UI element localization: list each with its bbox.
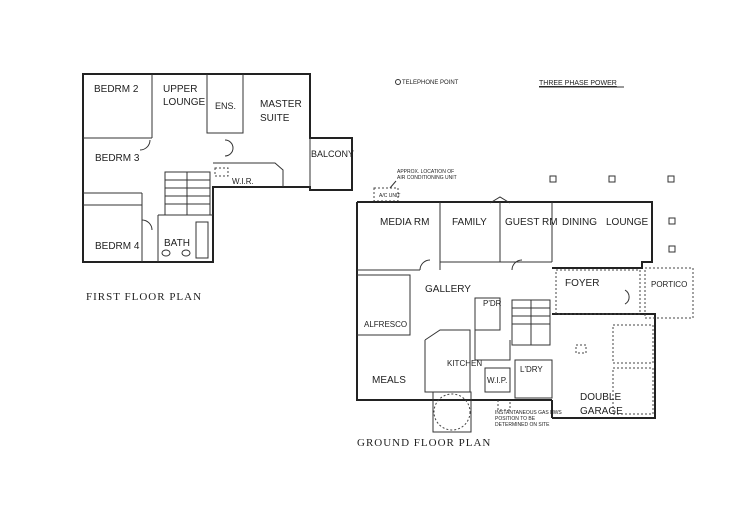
- room-label-garage-2: GARAGE: [580, 406, 623, 417]
- room-label-laundry: L'DRY: [520, 365, 543, 374]
- room-label-ensuite: ENS.: [215, 101, 236, 111]
- room-label-alfresco: ALFRESCO: [364, 320, 407, 329]
- power-point-marker: [608, 175, 616, 183]
- first-floor-title: FIRST FLOOR PLAN: [86, 291, 202, 303]
- room-label-media: MEDIA RM: [380, 217, 429, 228]
- ac-unit-label: A/C UNIT: [379, 193, 400, 199]
- gas-note-1: INSTANTANEOUS GAS HWS: [495, 410, 562, 416]
- foyer-dashed: [555, 269, 641, 315]
- room-label-pdr: P'DR: [483, 299, 502, 308]
- power-point-marker: [667, 175, 675, 183]
- room-label-garage-1: DOUBLE: [580, 392, 621, 403]
- room-label-bath: BATH: [164, 238, 190, 249]
- room-label-bedrm-3: BEDRM 3: [95, 153, 140, 164]
- room-label-master-2: SUITE: [260, 113, 290, 124]
- power-point-marker: [549, 175, 557, 183]
- room-label-dining: DINING: [562, 217, 597, 228]
- room-label-gallery: GALLERY: [425, 284, 471, 295]
- room-label-upper-lounge-2: LOUNGE: [163, 97, 206, 108]
- portico-dashed: [644, 267, 694, 319]
- ground-floor-outline: [356, 201, 656, 419]
- ground-floor-plan: [356, 196, 694, 433]
- room-label-foyer: FOYER: [565, 278, 599, 289]
- ac-location-note-1: APPROX. LOCATION OF: [397, 169, 454, 175]
- power-point-marker: [668, 245, 676, 253]
- ground-floor-title: GROUND FLOOR PLAN: [357, 437, 491, 449]
- room-label-meals: MEALS: [372, 375, 406, 386]
- room-label-wir: W.I.R.: [232, 177, 254, 186]
- room-label-guest: GUEST RM: [505, 217, 558, 228]
- ac-location-note-2: AIR CONDITIONING UNIT: [397, 175, 457, 181]
- room-label-upper-lounge-1: UPPER: [163, 84, 197, 95]
- room-label-wip: W.I.P.: [487, 376, 507, 385]
- room-label-bedrm-2: BEDRM 2: [94, 84, 139, 95]
- three-phase-power-note: THREE PHASE POWER: [539, 80, 617, 87]
- room-label-family: FAMILY: [452, 217, 487, 228]
- room-label-portico: PORTICO: [651, 280, 687, 289]
- gas-note-2: POSITION TO BE: [495, 416, 536, 422]
- gas-note-3: DETERMINED ON SITE: [495, 422, 550, 428]
- telephone-point-note: TELEPHONE POINT: [402, 80, 459, 86]
- water-tank: [433, 393, 471, 431]
- room-label-bedrm-4: BEDRM 4: [95, 241, 140, 252]
- power-point-marker: [668, 217, 676, 225]
- first-floor-plan: [82, 73, 353, 263]
- room-label-lounge: LOUNGE: [606, 217, 649, 228]
- room-label-balcony: BALCONY: [311, 149, 354, 159]
- room-label-master-1: MASTER: [260, 99, 302, 110]
- room-label-kitchen: KITCHEN: [447, 359, 482, 368]
- telephone-point-icon: [395, 79, 401, 85]
